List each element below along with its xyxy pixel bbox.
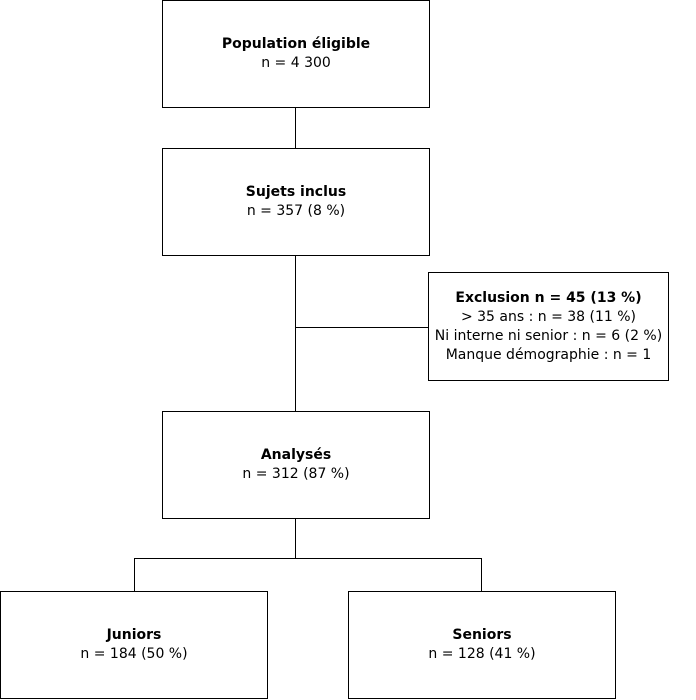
- node-analyses-count: n = 312 (87 %): [242, 466, 350, 482]
- connector-inclus-to-analyses: [295, 256, 296, 411]
- node-exclusion-line-status: Ni interne ni senior : n = 6 (2 %): [434, 327, 663, 344]
- node-analyses: Analysés n = 312 (87 %): [162, 411, 430, 519]
- connector-to-exclusion: [295, 327, 428, 328]
- connector-branch-to-seniors: [481, 558, 482, 591]
- node-inclus-title: Sujets inclus: [245, 184, 347, 200]
- node-sujets-inclus: Sujets inclus n = 357 (8 %): [162, 148, 430, 256]
- node-juniors-title: Juniors: [106, 627, 162, 643]
- node-exclusion-line-demographics: Manque démographie : n = 1: [445, 346, 652, 363]
- node-juniors-count: n = 184 (50 %): [80, 646, 188, 662]
- connector-branch-horizontal: [134, 558, 482, 559]
- node-seniors-count: n = 128 (41 %): [428, 646, 536, 662]
- node-exclusion: Exclusion n = 45 (13 %) > 35 ans : n = 3…: [428, 272, 669, 381]
- node-population-eligible: Population éligible n = 4 300: [162, 0, 430, 108]
- node-juniors: Juniors n = 184 (50 %): [0, 591, 268, 699]
- node-population-title: Population éligible: [221, 36, 371, 52]
- connector-population-to-inclus: [295, 108, 296, 148]
- node-seniors: Seniors n = 128 (41 %): [348, 591, 616, 699]
- node-seniors-title: Seniors: [452, 627, 512, 643]
- node-exclusion-title: Exclusion n = 45 (13 %): [455, 289, 642, 306]
- node-population-count: n = 4 300: [261, 55, 331, 71]
- connector-branch-to-juniors: [134, 558, 135, 591]
- connector-analyses-to-branch: [295, 519, 296, 558]
- node-inclus-count: n = 357 (8 %): [246, 203, 346, 219]
- node-analyses-title: Analysés: [260, 447, 332, 463]
- node-exclusion-line-age: > 35 ans : n = 38 (11 %): [460, 308, 637, 325]
